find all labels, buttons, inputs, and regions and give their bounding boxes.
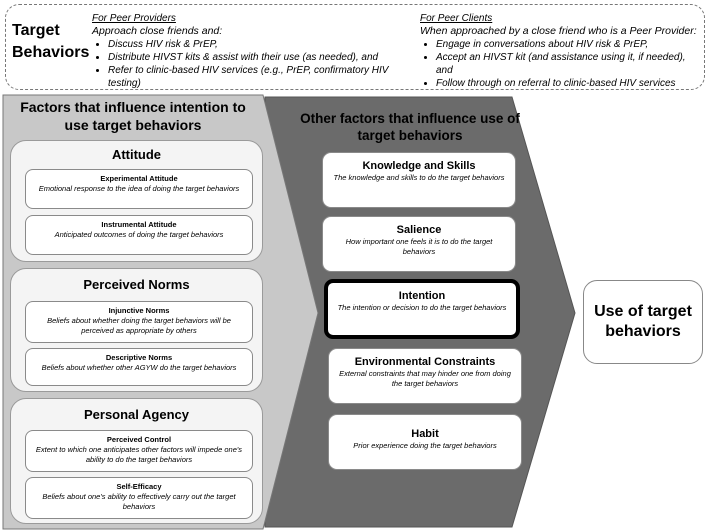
card-title: Habit <box>411 428 439 440</box>
card-title: Descriptive Norms <box>105 353 173 362</box>
peer-providers-list: Discuss HIV risk & PrEP, Distribute HIVS… <box>92 38 422 90</box>
list-item: Engage in conversations about HIV risk &… <box>436 38 702 51</box>
target-behaviors-title: Target Behaviors <box>12 22 90 61</box>
card-description: External constraints that may hinder one… <box>339 369 511 388</box>
card-title: Environmental Constraints <box>354 356 496 368</box>
card-title: Intention <box>398 290 446 302</box>
group-title: Personal Agency <box>83 407 189 422</box>
card-title: Perceived Control <box>106 435 172 444</box>
peer-providers-subtitle: Approach close friends and: <box>92 25 223 37</box>
personal-agency-group: Personal Agency Perceived Control Extent… <box>10 398 263 524</box>
attitude-group: Attitude Experimental Attitude Emotional… <box>10 140 263 262</box>
peer-clients-column: For Peer Clients When approached by a cl… <box>420 13 702 90</box>
card-description: Beliefs about whether other AGYW do the … <box>41 363 237 372</box>
card-description: Emotional response to the idea of doing … <box>38 184 240 193</box>
experimental-attitude-card: Experimental Attitude Emotional response… <box>25 169 253 209</box>
descriptive-norms-card: Descriptive Norms Beliefs about whether … <box>25 348 253 386</box>
group-title: Attitude <box>111 147 162 162</box>
list-item: Discuss HIV risk & PrEP, <box>108 38 422 51</box>
list-item: Distribute HIVST kits & assist with thei… <box>108 51 422 64</box>
card-title: Self-Efficacy <box>116 482 162 491</box>
target-behaviors-banner <box>5 4 705 90</box>
list-item: Refer to clinic-based HIV services (e.g.… <box>108 64 422 90</box>
instrumental-attitude-card: Instrumental Attitude Anticipated outcom… <box>25 215 253 255</box>
card-title: Salience <box>396 224 442 236</box>
list-item: Accept an HIVST kit (and assistance usin… <box>436 51 702 77</box>
habit-card: Habit Prior experience doing the target … <box>328 414 522 470</box>
self-efficacy-card: Self-Efficacy Beliefs about one's abilit… <box>25 477 253 519</box>
perceived-control-card: Perceived Control Extent to which one an… <box>25 430 253 472</box>
card-description: How important one feels it is to do the … <box>345 237 493 256</box>
peer-providers-column: For Peer Providers Approach close friend… <box>92 13 422 90</box>
card-title: Injunctive Norms <box>108 306 170 315</box>
card-description: The knowledge and skills to do the targe… <box>333 173 505 182</box>
card-title: Instrumental Attitude <box>101 220 177 229</box>
card-description: Prior experience doing the target behavi… <box>353 441 497 450</box>
card-description: The intention or decision to do the targ… <box>337 303 507 312</box>
card-description: Beliefs about one's ability to effective… <box>42 492 236 511</box>
card-title: Experimental Attitude <box>100 174 178 183</box>
intention-card: Intention The intention or decision to d… <box>324 279 520 339</box>
left-section-title: Factors that influence intention to use … <box>20 99 246 133</box>
peer-clients-list: Engage in conversations about HIV risk &… <box>420 38 702 90</box>
knowledge-and-skills-card: Knowledge and Skills The knowledge and s… <box>322 152 516 208</box>
card-description: Extent to which one anticipates other fa… <box>35 445 243 464</box>
injunctive-norms-card: Injunctive Norms Beliefs about whether d… <box>25 301 253 343</box>
card-description: Beliefs about whether doing the target b… <box>47 316 231 335</box>
environmental-constraints-card: Environmental Constraints External const… <box>328 348 522 404</box>
perceived-norms-group: Perceived Norms Injunctive Norms Beliefs… <box>10 268 263 392</box>
peer-clients-heading: For Peer Clients <box>420 13 493 24</box>
card-title: Knowledge and Skills <box>362 160 476 172</box>
use-of-target-behaviors-box: Use of target behaviors <box>583 280 703 364</box>
outcome-label: Use of target behaviors <box>594 303 692 340</box>
list-item: Follow through on referral to clinic-bas… <box>436 77 702 90</box>
peer-providers-heading: For Peer Providers <box>92 13 176 24</box>
peer-clients-subtitle: When approached by a close friend who is… <box>420 25 697 37</box>
salience-card: Salience How important one feels it is t… <box>322 216 516 272</box>
group-title: Perceived Norms <box>83 277 190 292</box>
card-description: Anticipated outcomes of doing the target… <box>54 230 224 239</box>
middle-section-title: Other factors that influence use of targ… <box>300 111 520 143</box>
